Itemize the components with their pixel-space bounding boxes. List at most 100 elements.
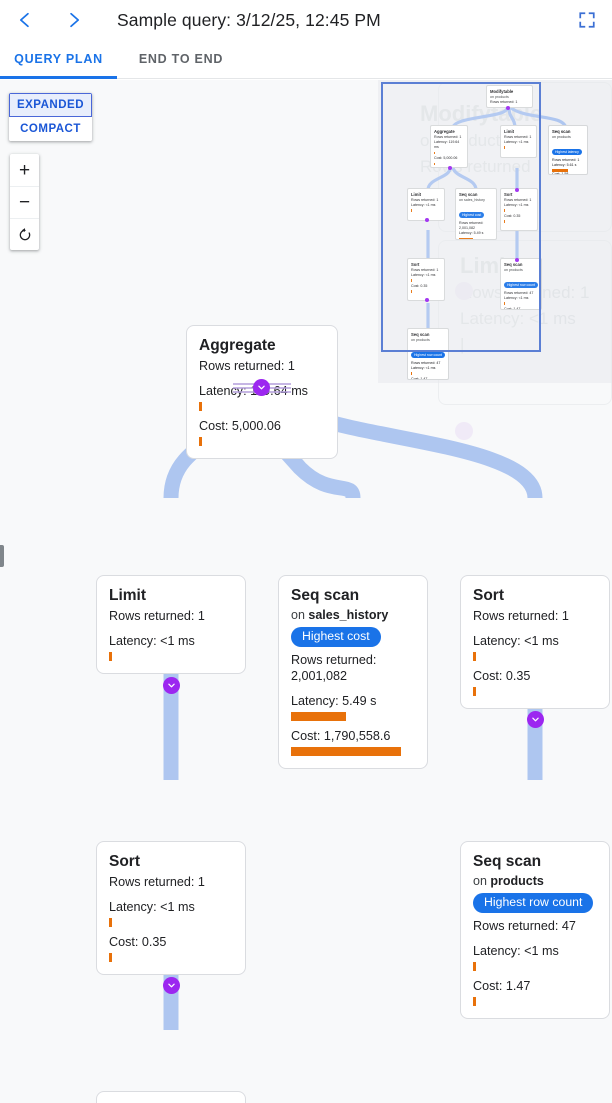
- node-cost: Cost: 1,790,558.6: [291, 728, 391, 743]
- node-rows: Rows returned: 1: [199, 358, 295, 373]
- minimap-node-aggregate[interactable]: Aggregate Rows returned: 1 Latency: 119.…: [430, 125, 468, 168]
- mm-latency-bar: [411, 372, 412, 375]
- zoom-controls: + −: [10, 154, 39, 250]
- latency-bar: [109, 652, 112, 662]
- mm-sub: on products: [552, 134, 571, 139]
- collapse-toggle-limit[interactable]: [163, 677, 180, 694]
- collapse-toggle-aggregate[interactable]: [253, 379, 270, 396]
- minimap-collapse-dot: [506, 106, 510, 110]
- chevron-left-icon: [19, 12, 29, 28]
- spacer: [199, 411, 325, 418]
- mm-line: Rows returned: 1: [504, 197, 532, 202]
- minimap-collapse-dot: [515, 258, 519, 262]
- node-table-prefix: on: [291, 607, 305, 622]
- minimap-node-seqscan-products-mid[interactable]: Seq scan on products Highest row count R…: [500, 258, 542, 310]
- mm-badge-highest-row-count: Highest row count: [504, 282, 538, 288]
- mm-line: Rows returned: 47: [504, 290, 534, 295]
- cost-bar: [291, 747, 401, 756]
- mm-line: Cost: 1.58: [552, 171, 569, 175]
- mm-title: Seq scan: [411, 332, 430, 337]
- mode-button-expanded[interactable]: EXPANDED: [9, 93, 92, 117]
- mm-line: Rows returned: 1: [411, 197, 439, 202]
- collapse-toggle-sort-left[interactable]: [163, 977, 180, 994]
- plan-node-seqscan-products-mid[interactable]: Seq scan on products Highest row count R…: [460, 841, 610, 1019]
- mm-latency-bar: [504, 302, 505, 305]
- plan-node-limit[interactable]: Limit Rows returned: 1 Latency: <1 ms: [96, 575, 246, 675]
- fullscreen-icon: [579, 12, 595, 28]
- node-rows: Rows returned: 2,001,082: [291, 652, 377, 683]
- mm-line: Rows returned: 47: [411, 360, 441, 365]
- node-title: Limit: [109, 587, 147, 604]
- mm-sub: on products: [504, 267, 523, 272]
- zoom-in-button[interactable]: +: [18, 159, 31, 181]
- panel-resize-handle[interactable]: [0, 545, 4, 567]
- status-badge-highest-cost[interactable]: Highest cost: [291, 626, 381, 647]
- minimap-node-sort-top[interactable]: Sort Rows returned: 1 Latency: <1 ms Cos…: [500, 188, 538, 231]
- tab-query-plan[interactable]: QUERY PLAN: [0, 40, 117, 79]
- collapse-toggle-sort-right[interactable]: [527, 711, 544, 728]
- node-latency: Latency: 5.49 s: [291, 693, 377, 708]
- node-title: Seq scan: [291, 587, 360, 604]
- mm-line: Rows returned: 2,001,082: [459, 220, 484, 231]
- mm-line: Rows returned: 1: [504, 134, 532, 139]
- node-latency: Latency: <1 ms: [109, 899, 195, 914]
- cost-bar: [109, 953, 112, 963]
- minimap-viewport-rect[interactable]: [381, 82, 541, 352]
- mm-latency-bar: [552, 169, 568, 172]
- chevron-right-icon: [70, 12, 80, 28]
- plan-node-sort-right[interactable]: Sort Rows returned: 1 Latency: <1 ms Cos…: [460, 575, 610, 710]
- spacer: [109, 927, 233, 934]
- spacer: [109, 626, 233, 633]
- plan-node-sort-left[interactable]: Sort Rows returned: 1 Latency: <1 ms Cos…: [96, 841, 246, 976]
- query-plan-canvas[interactable]: Modifytable on products Rows returned Li…: [0, 80, 612, 1103]
- mm-title: Sort: [411, 262, 420, 267]
- mode-button-compact[interactable]: COMPACT: [9, 117, 92, 141]
- node-cost: Cost: 0.35: [473, 669, 531, 684]
- plan-node-seqscan-sales-history[interactable]: Seq scan on sales_history Highest cost R…: [278, 575, 428, 769]
- spacer: [473, 661, 597, 668]
- node-rows: Rows returned: 47: [473, 918, 576, 933]
- mm-line: Rows returned: 1: [411, 267, 439, 272]
- chevron-down-icon: [258, 385, 265, 390]
- mm-title: Seq scan: [459, 192, 478, 197]
- mm-badge-highest-row-count-bottom: Highest row count: [411, 352, 445, 358]
- fullscreen-button[interactable]: [570, 3, 604, 37]
- tab-end-to-end[interactable]: END TO END: [138, 52, 224, 66]
- mm-line: Rows returned: 1: [490, 99, 518, 104]
- minimap-node-seqscan-products-bottom[interactable]: Seq scan on products Highest row count R…: [407, 328, 449, 380]
- minimap-node-limit-top[interactable]: Limit Rows returned: 1 Latency: <1 ms: [500, 125, 537, 158]
- plan-node-seqscan-products-bottom[interactable]: Seq scan on products Highest row count R…: [96, 1091, 246, 1103]
- node-cost: Cost: 1.47: [473, 978, 531, 993]
- minimap-node-seqscan-products-top[interactable]: Seq scan on products Highest latency Row…: [548, 125, 588, 175]
- mm-title: Seq scan: [552, 129, 571, 134]
- next-query-button[interactable]: [59, 5, 89, 35]
- mm-latency-bar: [504, 209, 505, 212]
- minimap[interactable]: Modifytable on products Rows returned: 1…: [378, 80, 612, 383]
- latency-bar: [473, 961, 476, 971]
- node-rows: Rows returned: 1: [473, 608, 569, 623]
- minimap-node-modifytable[interactable]: Modifytable on products Rows returned: 1: [486, 85, 533, 108]
- node-title: Sort: [473, 587, 504, 604]
- status-badge-highest-row-count[interactable]: Highest row count: [473, 892, 594, 913]
- node-rows: Rows returned: 1: [109, 874, 205, 889]
- latency-bar: [291, 711, 346, 721]
- mm-line: Rows returned: 1: [552, 157, 580, 162]
- mm-line: Cost: 5,000.06: [434, 156, 458, 161]
- spacer: [473, 626, 597, 633]
- node-table-name: sales_history: [308, 607, 389, 622]
- minimap-collapse-dot: [425, 298, 429, 302]
- node-rows: Rows returned: 1: [109, 608, 205, 623]
- node-latency: Latency: <1 ms: [109, 633, 195, 648]
- minimap-collapse-dot: [515, 188, 519, 192]
- zoom-out-button[interactable]: −: [10, 186, 39, 218]
- previous-query-button[interactable]: [10, 5, 40, 35]
- node-table-prefix: on: [473, 873, 487, 888]
- node-title: Aggregate: [199, 337, 276, 354]
- chevron-down-icon: [532, 717, 539, 722]
- mm-line: Latency: <1 ms: [504, 140, 529, 145]
- view-mode-toggle: EXPANDED COMPACT: [9, 93, 92, 141]
- app-header: Sample query: 3/12/25, 12:45 PM: [0, 0, 612, 40]
- minimap-edges: [426, 106, 568, 330]
- mm-sub: on products: [411, 337, 430, 342]
- reset-zoom-button[interactable]: [10, 218, 39, 250]
